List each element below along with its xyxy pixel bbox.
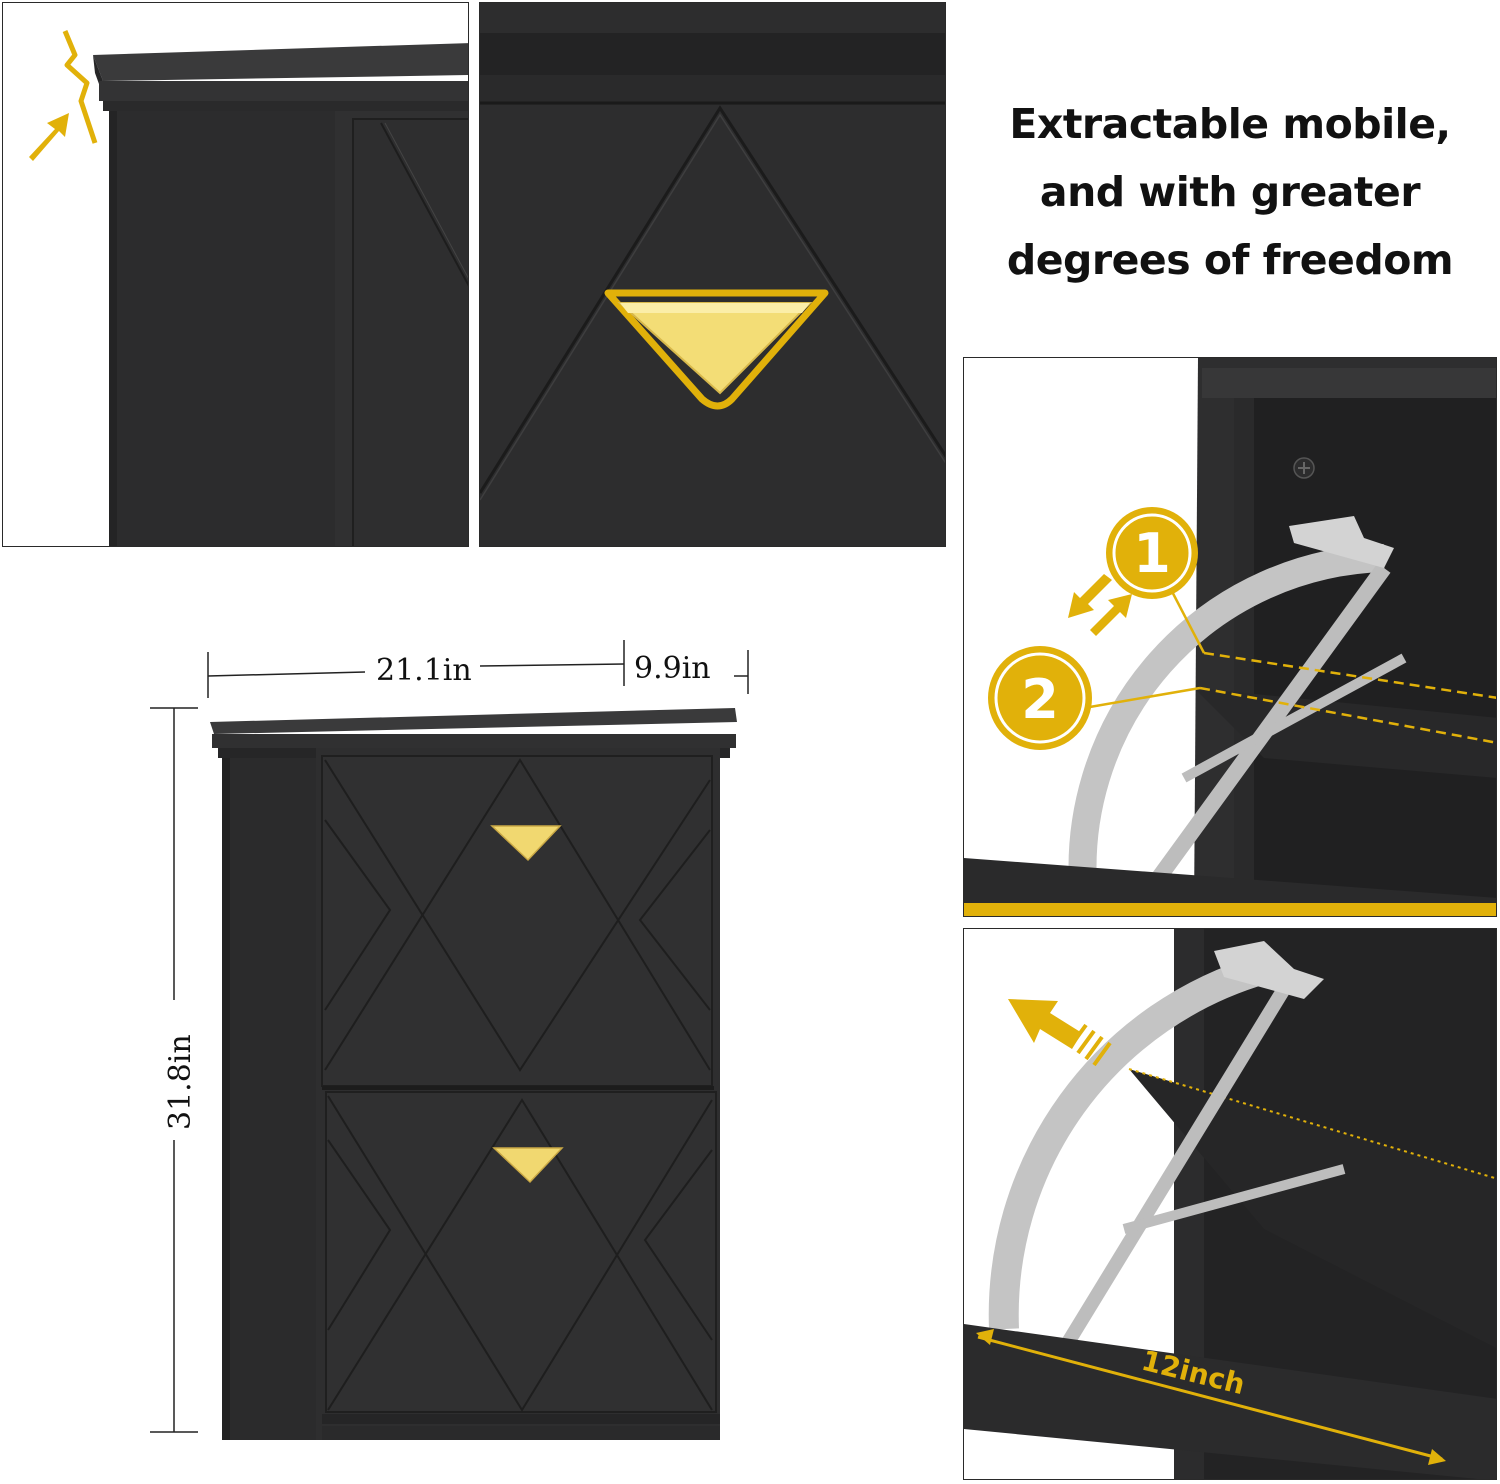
detail-panel-drawer-extension: 12inch (963, 928, 1497, 1480)
depth-label: 9.9in (634, 651, 711, 686)
detail-panel-hinge-steps: 1 2 (963, 357, 1497, 917)
headline-line-2: and with greater (1039, 168, 1421, 216)
step-1-label: 1 (1133, 522, 1171, 585)
upper-handle[interactable] (490, 825, 562, 862)
gold-handle-icon (604, 289, 829, 410)
swap-arrows-icon (1068, 574, 1132, 636)
lift-arrow-icon (29, 30, 98, 161)
detail-panel-gold-handle (479, 2, 946, 547)
step-1-badge: 1 (1106, 507, 1198, 599)
height-label: 31.8in (163, 1034, 198, 1130)
pull-arrow-icon (1008, 999, 1112, 1067)
headline-line-3: degrees of freedom (1006, 236, 1454, 284)
width-label: 21.1in (376, 653, 472, 688)
headline: Extractable mobile, and with greater deg… (990, 90, 1470, 294)
lower-handle[interactable] (492, 1147, 564, 1184)
screw-icon (1293, 457, 1315, 479)
step-2-badge: 2 (988, 646, 1092, 750)
step-2-label: 2 (1021, 668, 1059, 731)
detail-panel-top-moulding (2, 2, 469, 547)
headline-line-1: Extractable mobile, (1009, 100, 1451, 148)
cabinet-main-view: 21.1in 9.9in 31.8in (150, 630, 770, 1460)
